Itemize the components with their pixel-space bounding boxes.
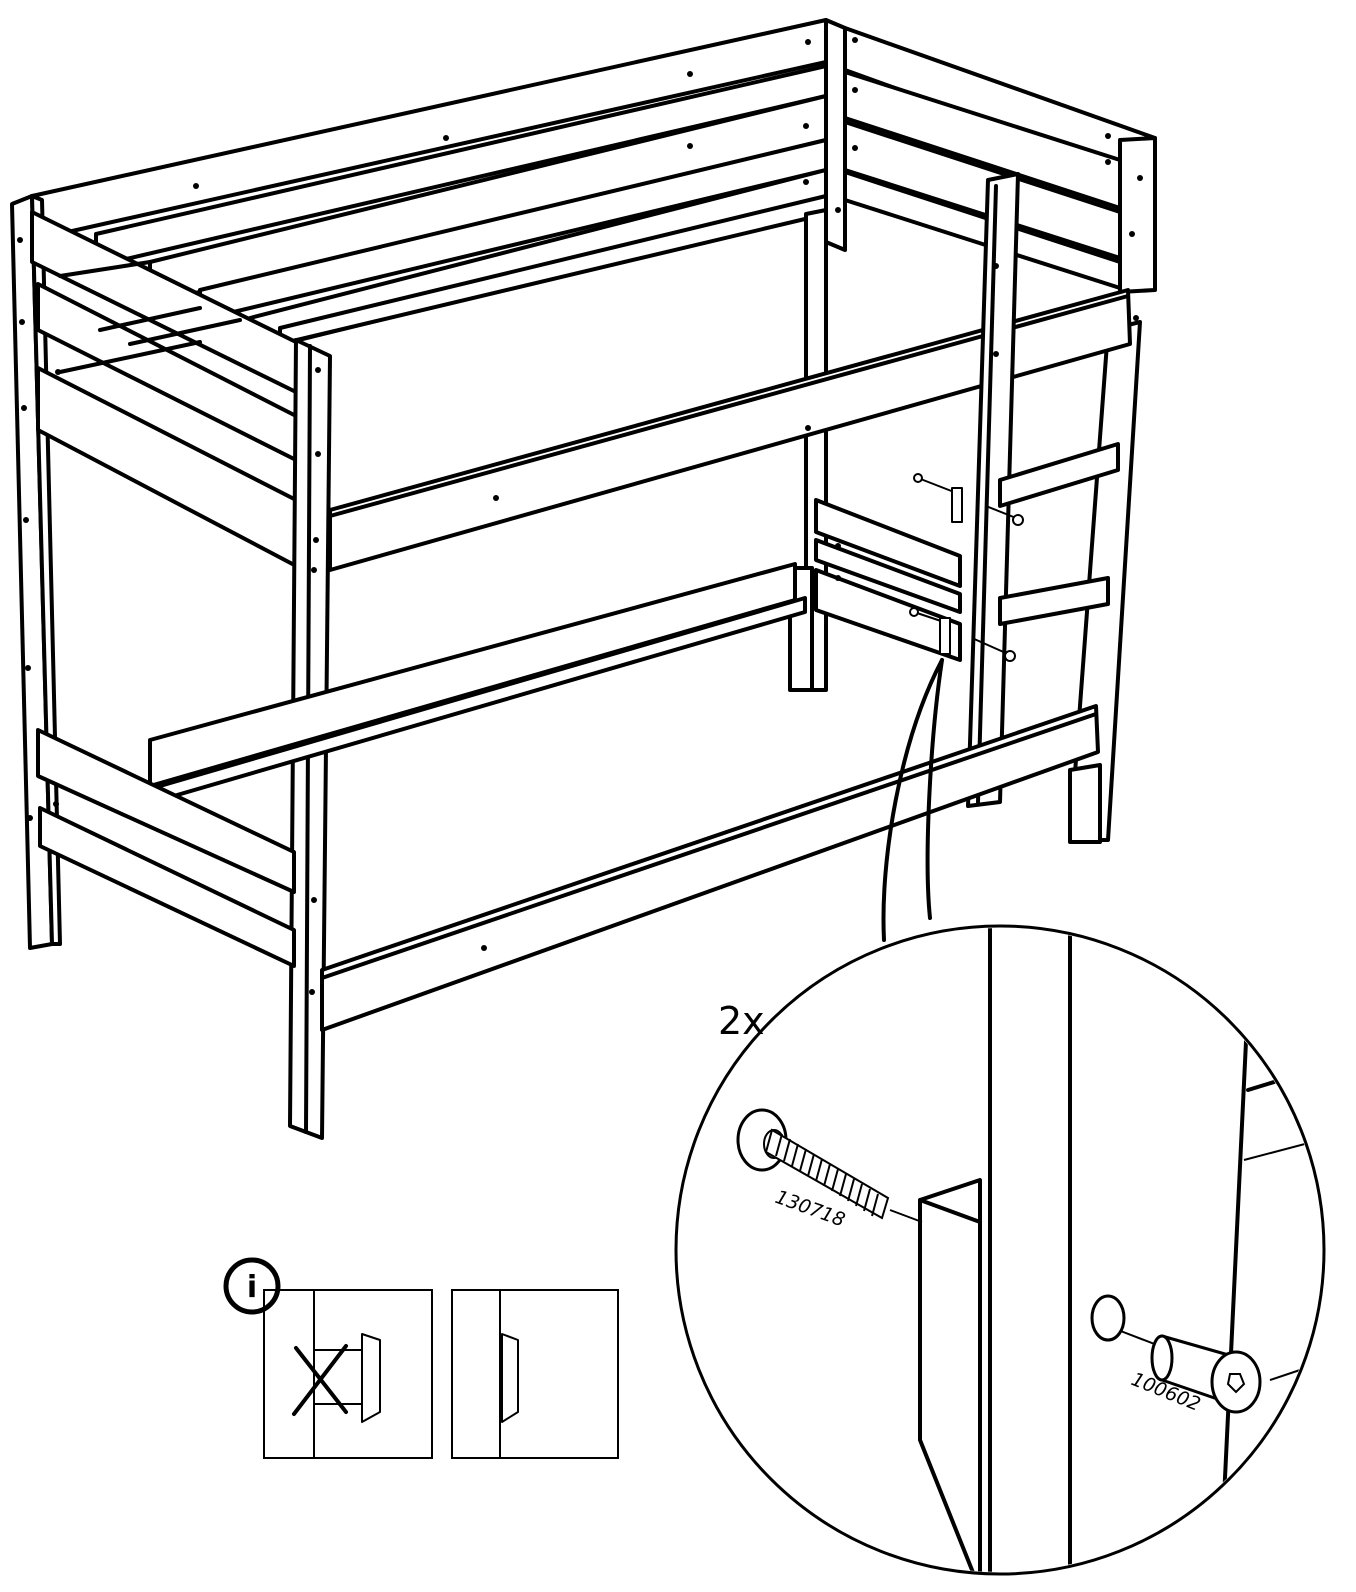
correct-example-panel	[451, 1289, 619, 1459]
info-section: i	[223, 1257, 619, 1459]
back-right-upper-post	[824, 18, 847, 252]
wrong-example-panel	[263, 1289, 433, 1459]
lower-back-rails	[148, 562, 807, 802]
back-right-post	[788, 208, 828, 692]
ladder-hardware	[909, 473, 1024, 662]
back-guard-rails	[30, 18, 828, 354]
bolt-130718	[736, 1108, 890, 1220]
bunk-bed-frame	[10, 18, 1157, 1140]
ladder	[966, 172, 1120, 808]
right-end-lower-panel	[814, 498, 962, 662]
quantity-label: 2x	[718, 999, 765, 1043]
left-end-lower-panel	[36, 728, 296, 968]
detail-bracket	[918, 1178, 982, 1572]
detail-ladder-rail	[988, 928, 1072, 1572]
right-end-upper-panel	[843, 26, 1157, 290]
detail-callout: 2x 130718 100602	[674, 924, 1326, 1576]
callout-leader	[881, 658, 944, 942]
info-icon-letter: i	[247, 1270, 257, 1305]
lower-front-rail	[320, 704, 1100, 1032]
screw-holes	[17, 37, 1143, 995]
upper-slats	[58, 260, 242, 374]
barrel-nut-100602	[1090, 1294, 1262, 1414]
